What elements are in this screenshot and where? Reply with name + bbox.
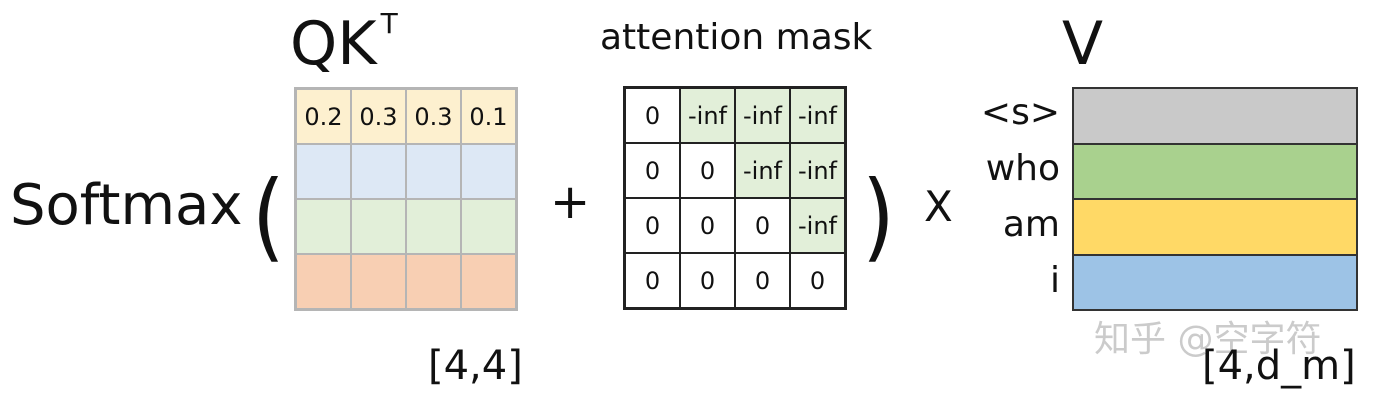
qk-cell: 0.3: [351, 89, 406, 144]
mask-cell: 0: [625, 253, 680, 308]
v-row: [1074, 89, 1356, 145]
qk-dimension-label: [4,4]: [428, 343, 523, 389]
v-dimension-label: [4,d_m]: [1202, 343, 1356, 389]
right-parenthesis: ): [862, 159, 895, 273]
mask-cell: 0: [680, 253, 735, 308]
qk-cell: [461, 144, 516, 199]
qk-cell: [296, 254, 351, 309]
v-row: [1074, 200, 1356, 256]
qk-cell: 0.3: [406, 89, 461, 144]
v-row: [1074, 255, 1356, 309]
mask-cell: 0: [625, 143, 680, 198]
mask-cell: -inf: [790, 143, 845, 198]
qk-cell: [461, 199, 516, 254]
v-row-label: am: [1002, 204, 1060, 245]
mask-cell: -inf: [735, 143, 790, 198]
v-row-labels: <s> who am i: [966, 87, 1060, 311]
mask-cell: 0: [680, 198, 735, 253]
mask-cell: 0: [625, 88, 680, 143]
mask-cell: -inf: [790, 88, 845, 143]
transpose-superscript: T: [380, 7, 398, 40]
mask-cell: 0: [680, 143, 735, 198]
mask-cell: -inf: [735, 88, 790, 143]
mask-cell: 0: [735, 253, 790, 308]
v-row-label: <s>: [980, 92, 1060, 133]
v-row: [1074, 144, 1356, 200]
mask-title: attention mask: [600, 17, 873, 58]
qk-title-main: QK: [290, 9, 377, 79]
mask-cell: 0: [735, 198, 790, 253]
softmax-label: Softmax: [10, 173, 243, 238]
qk-cell: [351, 254, 406, 309]
mask-cell: 0: [625, 198, 680, 253]
qk-cell: [296, 144, 351, 199]
qk-cell: [296, 199, 351, 254]
qk-cell: 0.1: [461, 89, 516, 144]
v-row-label: i: [1049, 260, 1060, 301]
qk-cell: 0.2: [296, 89, 351, 144]
qk-cell: [351, 199, 406, 254]
v-title: V: [1062, 9, 1104, 79]
qk-cell: [406, 254, 461, 309]
left-parenthesis: (: [252, 159, 285, 273]
v-matrix: [1072, 87, 1358, 311]
multiply-sign: X: [924, 182, 953, 231]
mask-cell: 0: [790, 253, 845, 308]
watermark: 知乎 @空字符: [1094, 319, 1322, 360]
plus-sign: +: [550, 174, 591, 230]
qk-cell: [406, 199, 461, 254]
qk-cell: [461, 254, 516, 309]
qk-cell: [351, 144, 406, 199]
mask-cell: -inf: [790, 198, 845, 253]
v-row-label: who: [985, 148, 1060, 189]
mask-cell: -inf: [680, 88, 735, 143]
qk-cell: [406, 144, 461, 199]
